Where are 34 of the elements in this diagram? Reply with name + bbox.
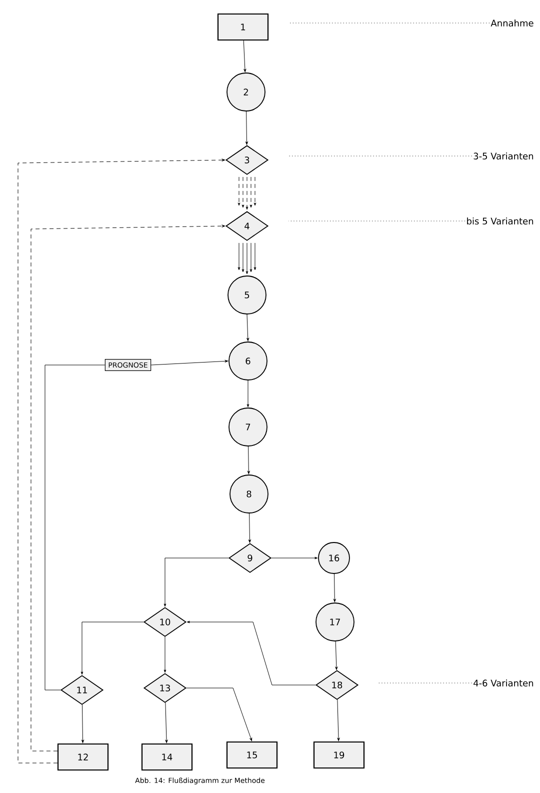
arrow — [30, 224, 226, 752]
arrow — [164, 636, 166, 673]
arrow — [246, 314, 250, 342]
arrow — [248, 513, 251, 543]
annotation-text: bis 5 Varianten — [467, 218, 534, 224]
arrow — [150, 360, 228, 366]
arrow — [246, 111, 248, 145]
arrow-bundle — [238, 242, 256, 274]
arrow — [186, 620, 316, 686]
arrow — [80, 622, 144, 675]
arrow — [82, 704, 84, 743]
leader-line — [378, 682, 472, 684]
arrow — [247, 446, 250, 474]
process-box: 19 — [313, 741, 365, 769]
arrow — [335, 641, 338, 670]
process-box: 14 — [141, 743, 193, 771]
process-box: 12 — [57, 743, 109, 771]
process-box: 1 — [217, 13, 269, 41]
arrow — [164, 558, 229, 607]
leader-line — [288, 220, 466, 222]
arrow-bundle — [238, 176, 256, 210]
annotation-text: Annahme — [490, 20, 534, 26]
arrow — [18, 158, 226, 764]
annotation-text: 4-6 Varianten — [474, 680, 534, 686]
arrow — [243, 40, 246, 72]
leader-line — [288, 22, 490, 24]
arrow — [186, 688, 252, 742]
arrow — [246, 380, 250, 408]
arrow — [337, 699, 340, 741]
arrow — [271, 556, 318, 560]
arrow — [333, 574, 336, 602]
arrow — [165, 702, 168, 743]
process-box: 15 — [226, 741, 278, 769]
annotation-text: 3-5 Varianten — [474, 152, 534, 160]
